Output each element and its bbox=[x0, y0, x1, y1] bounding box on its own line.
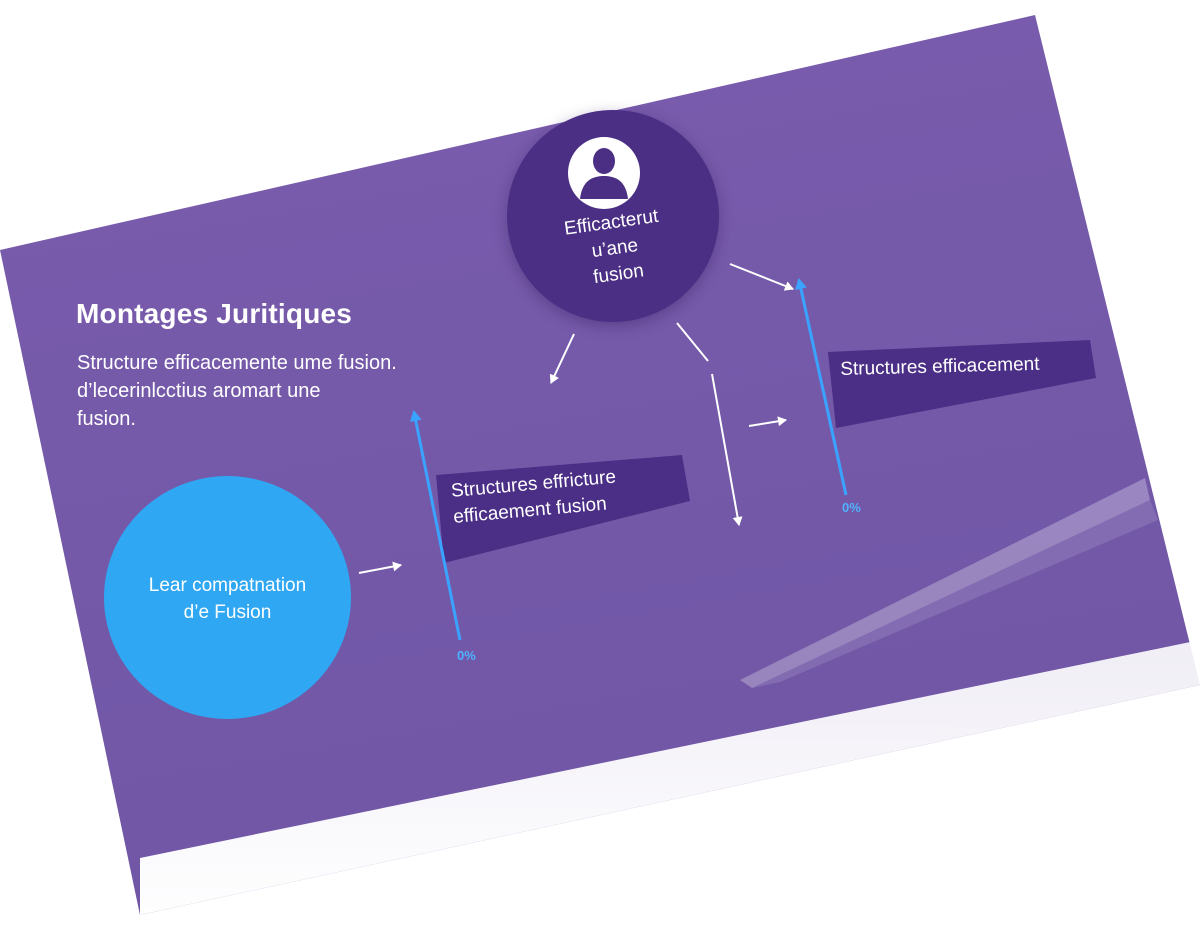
indicator-line-left bbox=[409, 410, 462, 641]
indicator-percent-right: 0% bbox=[842, 500, 861, 515]
left-node-label: Lear compatnation d’e Fusion bbox=[110, 572, 345, 626]
description-line-2: d’lecerinlcctius aromart une bbox=[77, 380, 321, 402]
arrow-down-long bbox=[711, 373, 743, 526]
left-node bbox=[104, 476, 351, 719]
slide-description: Structure efficacemente ume fusion. d’le… bbox=[77, 349, 477, 433]
slide-title: Montages Juritiques bbox=[76, 298, 353, 329]
arrow-left-node-to-indicator bbox=[358, 561, 402, 574]
person-icon bbox=[568, 137, 640, 209]
description-line-3: fusion. bbox=[77, 408, 136, 430]
arrow-top-diagonal bbox=[676, 322, 709, 362]
arrow-top-to-right bbox=[729, 263, 794, 291]
arrow-to-right-banner bbox=[748, 416, 787, 427]
indicator-percent-left: 0% bbox=[457, 648, 476, 663]
left-node-label-line-2: d’e Fusion bbox=[183, 602, 272, 623]
left-node-label-line-1: Lear compatnation bbox=[148, 575, 307, 596]
description-line-1: Structure efficacemente ume fusion. bbox=[77, 352, 397, 374]
indicator-line-right bbox=[795, 278, 848, 496]
arrow-top-to-center bbox=[549, 333, 575, 384]
